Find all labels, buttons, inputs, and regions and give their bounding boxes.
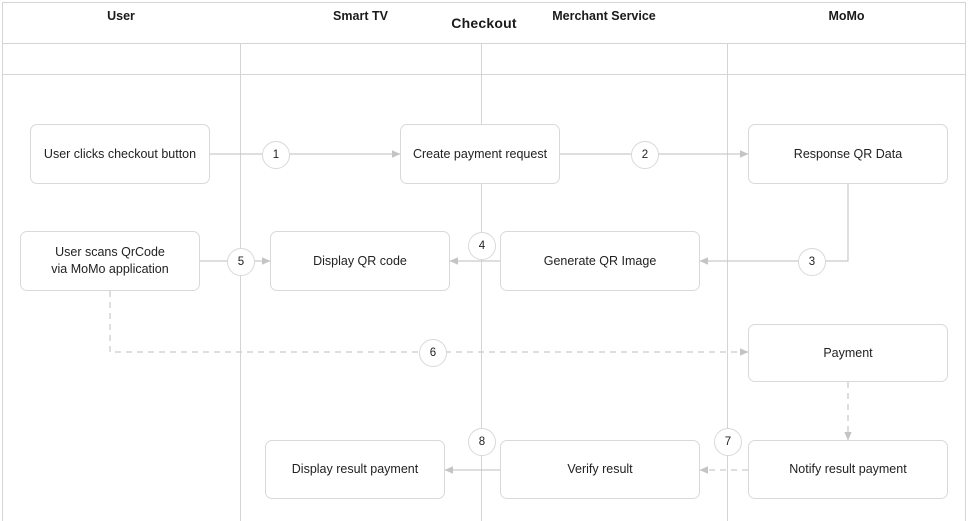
node-label: Notify result payment: [789, 462, 907, 477]
step-badge-6: 6: [419, 339, 447, 367]
node-label: User scans QrCode via MoMo application: [51, 245, 169, 276]
edge-6: [109, 291, 749, 356]
lane-divider-3: [727, 44, 728, 521]
node-label: Payment: [823, 345, 873, 360]
node-label: Display result payment: [291, 462, 419, 477]
node-label: User clicks checkout button: [43, 146, 197, 161]
node-label: Create payment request: [412, 146, 548, 161]
node-generate-qr-image[interactable]: Generate QR Image: [500, 231, 700, 291]
lane-header-merchant: Merchant Service: [552, 8, 656, 23]
node-user-clicks-checkout-button[interactable]: User clicks checkout button: [30, 124, 210, 184]
step-badge-4: 4: [468, 232, 496, 260]
lane-divider-2: [481, 44, 482, 521]
node-create-payment-request[interactable]: Create payment request: [400, 124, 560, 184]
diagram-title-band: Checkout: [2, 2, 966, 44]
step-badge-7: 7: [714, 428, 742, 456]
node-label: Generate QR Image: [543, 253, 657, 268]
node-label: Response QR Data: [793, 146, 903, 161]
node-response-qr-data[interactable]: Response QR Data: [748, 124, 948, 184]
node-user-scans-qrcode[interactable]: User scans QrCode via MoMo application: [20, 231, 200, 291]
page-title: Checkout: [451, 14, 517, 31]
node-label: Verify result: [567, 462, 633, 477]
lane-header-momo: MoMo: [828, 8, 865, 23]
lane-divider-1: [240, 44, 241, 521]
node-display-qr-code[interactable]: Display QR code: [270, 231, 450, 291]
lane-header-user: User: [107, 8, 135, 23]
step-badge-1: 1: [262, 141, 290, 169]
lane-header-smarttv: Smart TV: [333, 8, 388, 23]
node-payment[interactable]: Payment: [748, 324, 948, 382]
lane-header-band: [2, 44, 966, 75]
node-verify-result[interactable]: Verify result: [500, 440, 700, 499]
step-badge-5: 5: [227, 248, 255, 276]
step-badge-2: 2: [631, 141, 659, 169]
node-label: Display QR code: [313, 253, 407, 268]
step-badge-3: 3: [798, 248, 826, 276]
node-display-result-payment[interactable]: Display result payment: [265, 440, 445, 499]
step-badge-8: 8: [468, 428, 496, 456]
edge-3: [699, 184, 849, 265]
node-notify-result-payment[interactable]: Notify result payment: [748, 440, 948, 499]
